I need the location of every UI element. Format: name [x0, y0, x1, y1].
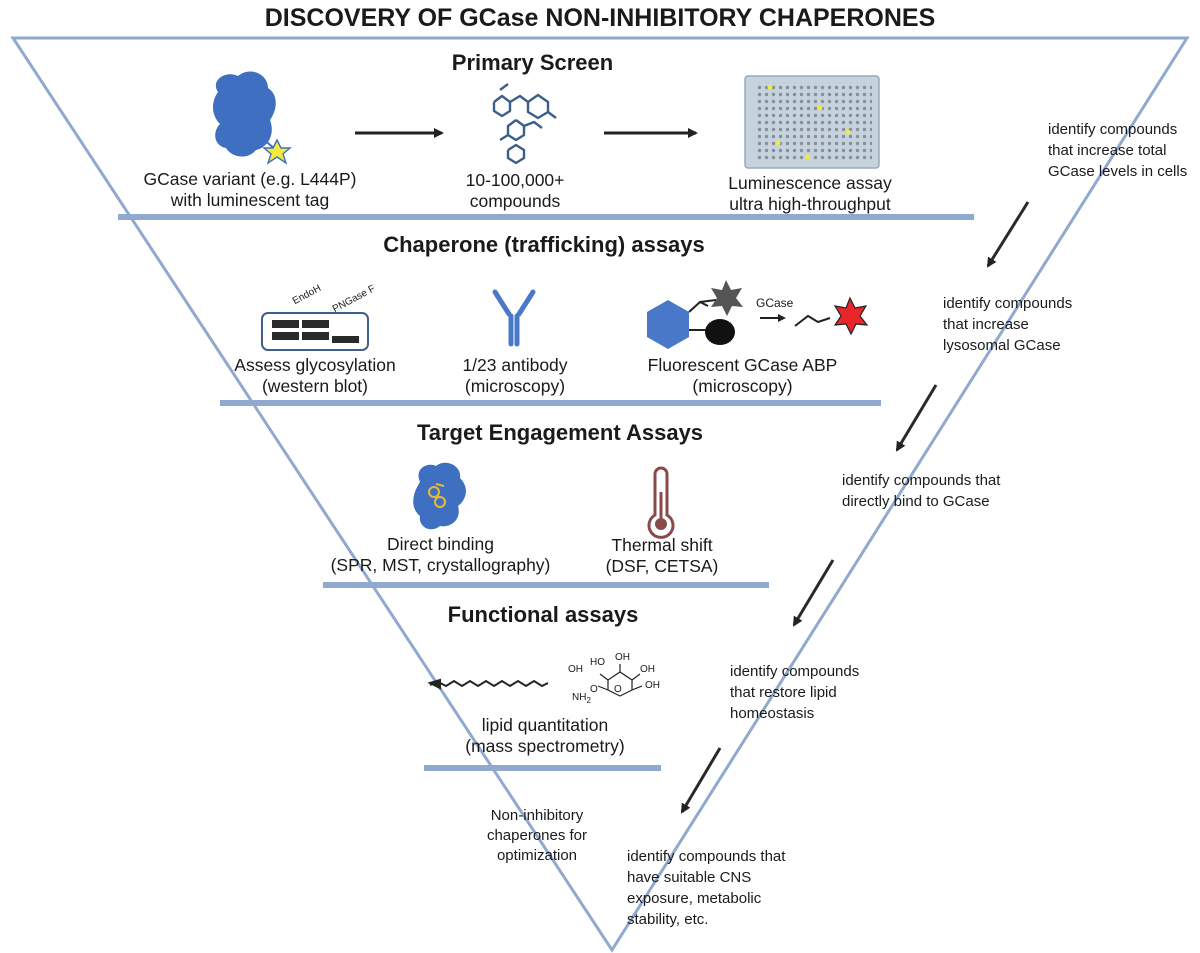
protein-ligand-complex-icon: [413, 462, 466, 530]
fluorescent-abp-icon: [647, 280, 869, 349]
arrow-icon: [986, 201, 1030, 268]
thermometer-icon: [647, 466, 675, 539]
stage-title-primary-screen: Primary Screen: [451, 50, 614, 75]
lipid-quantitation-label: lipid quantitation(mass spectrometry): [465, 715, 625, 756]
stage-title-functional-assays: Functional assays: [447, 602, 639, 627]
arrow-icon: [895, 384, 938, 452]
well-plate-icon: [744, 75, 880, 169]
compounds-molecules-icon: [492, 83, 557, 165]
glucose-ring-icon: [597, 664, 643, 697]
antibody-icon: [492, 289, 536, 347]
chem-label-oh: OH: [568, 664, 583, 675]
fluorescent-abp-label: Fluorescent GCase ABP(microscopy): [647, 355, 838, 396]
side-arrows: [680, 201, 1030, 814]
stage-title-target-engagement: Target Engagement Assays: [416, 420, 704, 445]
chem-label-ho: HO: [590, 657, 605, 668]
chem-label-oh: OH: [645, 680, 660, 691]
stage-title-chaperone-assays: Chaperone (trafficking) assays: [383, 232, 705, 257]
gcase-variant-label: GCase variant (e.g. L444P)with luminesce…: [143, 169, 357, 210]
gcase-protein-icon: [213, 71, 276, 157]
chem-label-oh: OH: [640, 664, 655, 675]
arrow-icon: [680, 747, 722, 814]
chem-label-nh: NH2: [572, 692, 591, 705]
figure-title: DISCOVERY OF GCase NON-INHIBITORY CHAPER…: [264, 4, 936, 32]
funnel-outline: [10, 36, 1190, 953]
compounds-label: 10-100,000+compounds: [465, 170, 565, 211]
arrow-icon: [792, 559, 835, 627]
chem-label-ring-o: O: [614, 684, 622, 695]
chem-label-oh: OH: [615, 652, 630, 663]
western-blot-icon: [261, 312, 369, 351]
antibody-label: 1/23 antibody(microscopy): [462, 355, 568, 396]
thermal-shift-label: Thermal shift(DSF, CETSA): [605, 535, 719, 576]
lipid-structure-icon: [427, 678, 549, 690]
luminescent-tag-star-icon: [262, 138, 292, 165]
glycosylation-label: Assess glycosylation(western blot): [234, 355, 396, 396]
gcase-arrow-label: GCase: [756, 296, 794, 310]
direct-binding-label: Direct binding(SPR, MST, crystallography…: [330, 534, 551, 575]
chem-label-o: O: [590, 684, 598, 695]
